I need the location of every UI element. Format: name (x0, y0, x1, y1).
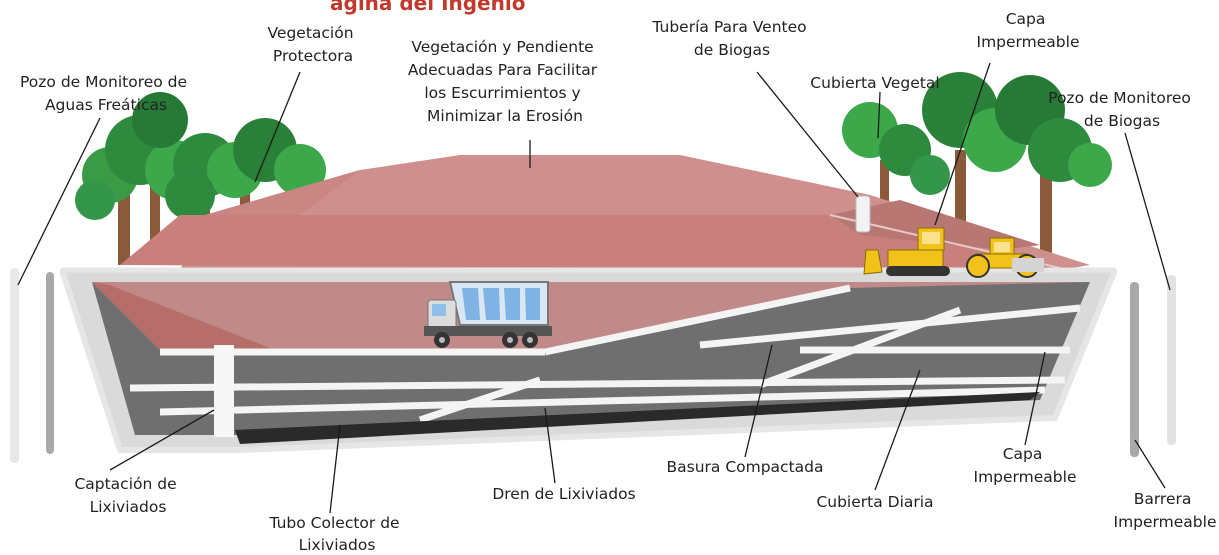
groundwater-well-outer (10, 268, 19, 463)
label-capa-impermeable-top: Capa Impermeable (977, 10, 1080, 51)
dump-truck (424, 281, 552, 348)
label-basura-compactada: Basura Compactada (666, 458, 823, 476)
trees-left (75, 92, 326, 265)
label-pozo-agua: Pozo de Monitoreo de Aguas Freáticas (20, 73, 192, 114)
label-pozo-biogas: Pozo de Monitoreo de Biogas (1048, 89, 1196, 130)
leader-lines (17, 62, 1171, 514)
biogas-well-inner (1130, 282, 1139, 457)
biogas-vent-pipe (855, 195, 871, 233)
landfill-cap (120, 155, 1090, 270)
label-capa-impermeable-bottom: Capa Impermeable (974, 445, 1077, 486)
landfill-cell (59, 267, 1118, 453)
label-barrera-impermeable: Barrera Impermeable (1114, 490, 1217, 531)
label-cubierta-diaria: Cubierta Diaria (816, 493, 933, 511)
label-tubo-colector: Tubo Colector de Lixiviados (268, 514, 404, 554)
label-vegetacion-protectora: Vegetación Protectora (268, 24, 359, 65)
groundwater-well-inner (46, 272, 54, 454)
bulldozer (863, 227, 950, 276)
label-captacion-lixiviados: Captación de Lixiviados (74, 475, 181, 516)
trees-right (842, 72, 1112, 260)
biogas-well-outer (1167, 275, 1176, 445)
label-cubierta-vegetal: Cubierta Vegetal (810, 74, 939, 92)
label-tuberia-venteo: Tubería Para Venteo de Biogas (651, 18, 811, 59)
leachate-collection-well (214, 345, 234, 437)
label-vegetacion-pendiente: Vegetación y Pendiente Adecuadas Para Fa… (408, 38, 602, 125)
compactor-roller (966, 237, 1044, 278)
diagram-title: ágina del Ingenio (330, 0, 525, 15)
label-dren-lixiviados: Dren de Lixiviados (492, 485, 635, 503)
